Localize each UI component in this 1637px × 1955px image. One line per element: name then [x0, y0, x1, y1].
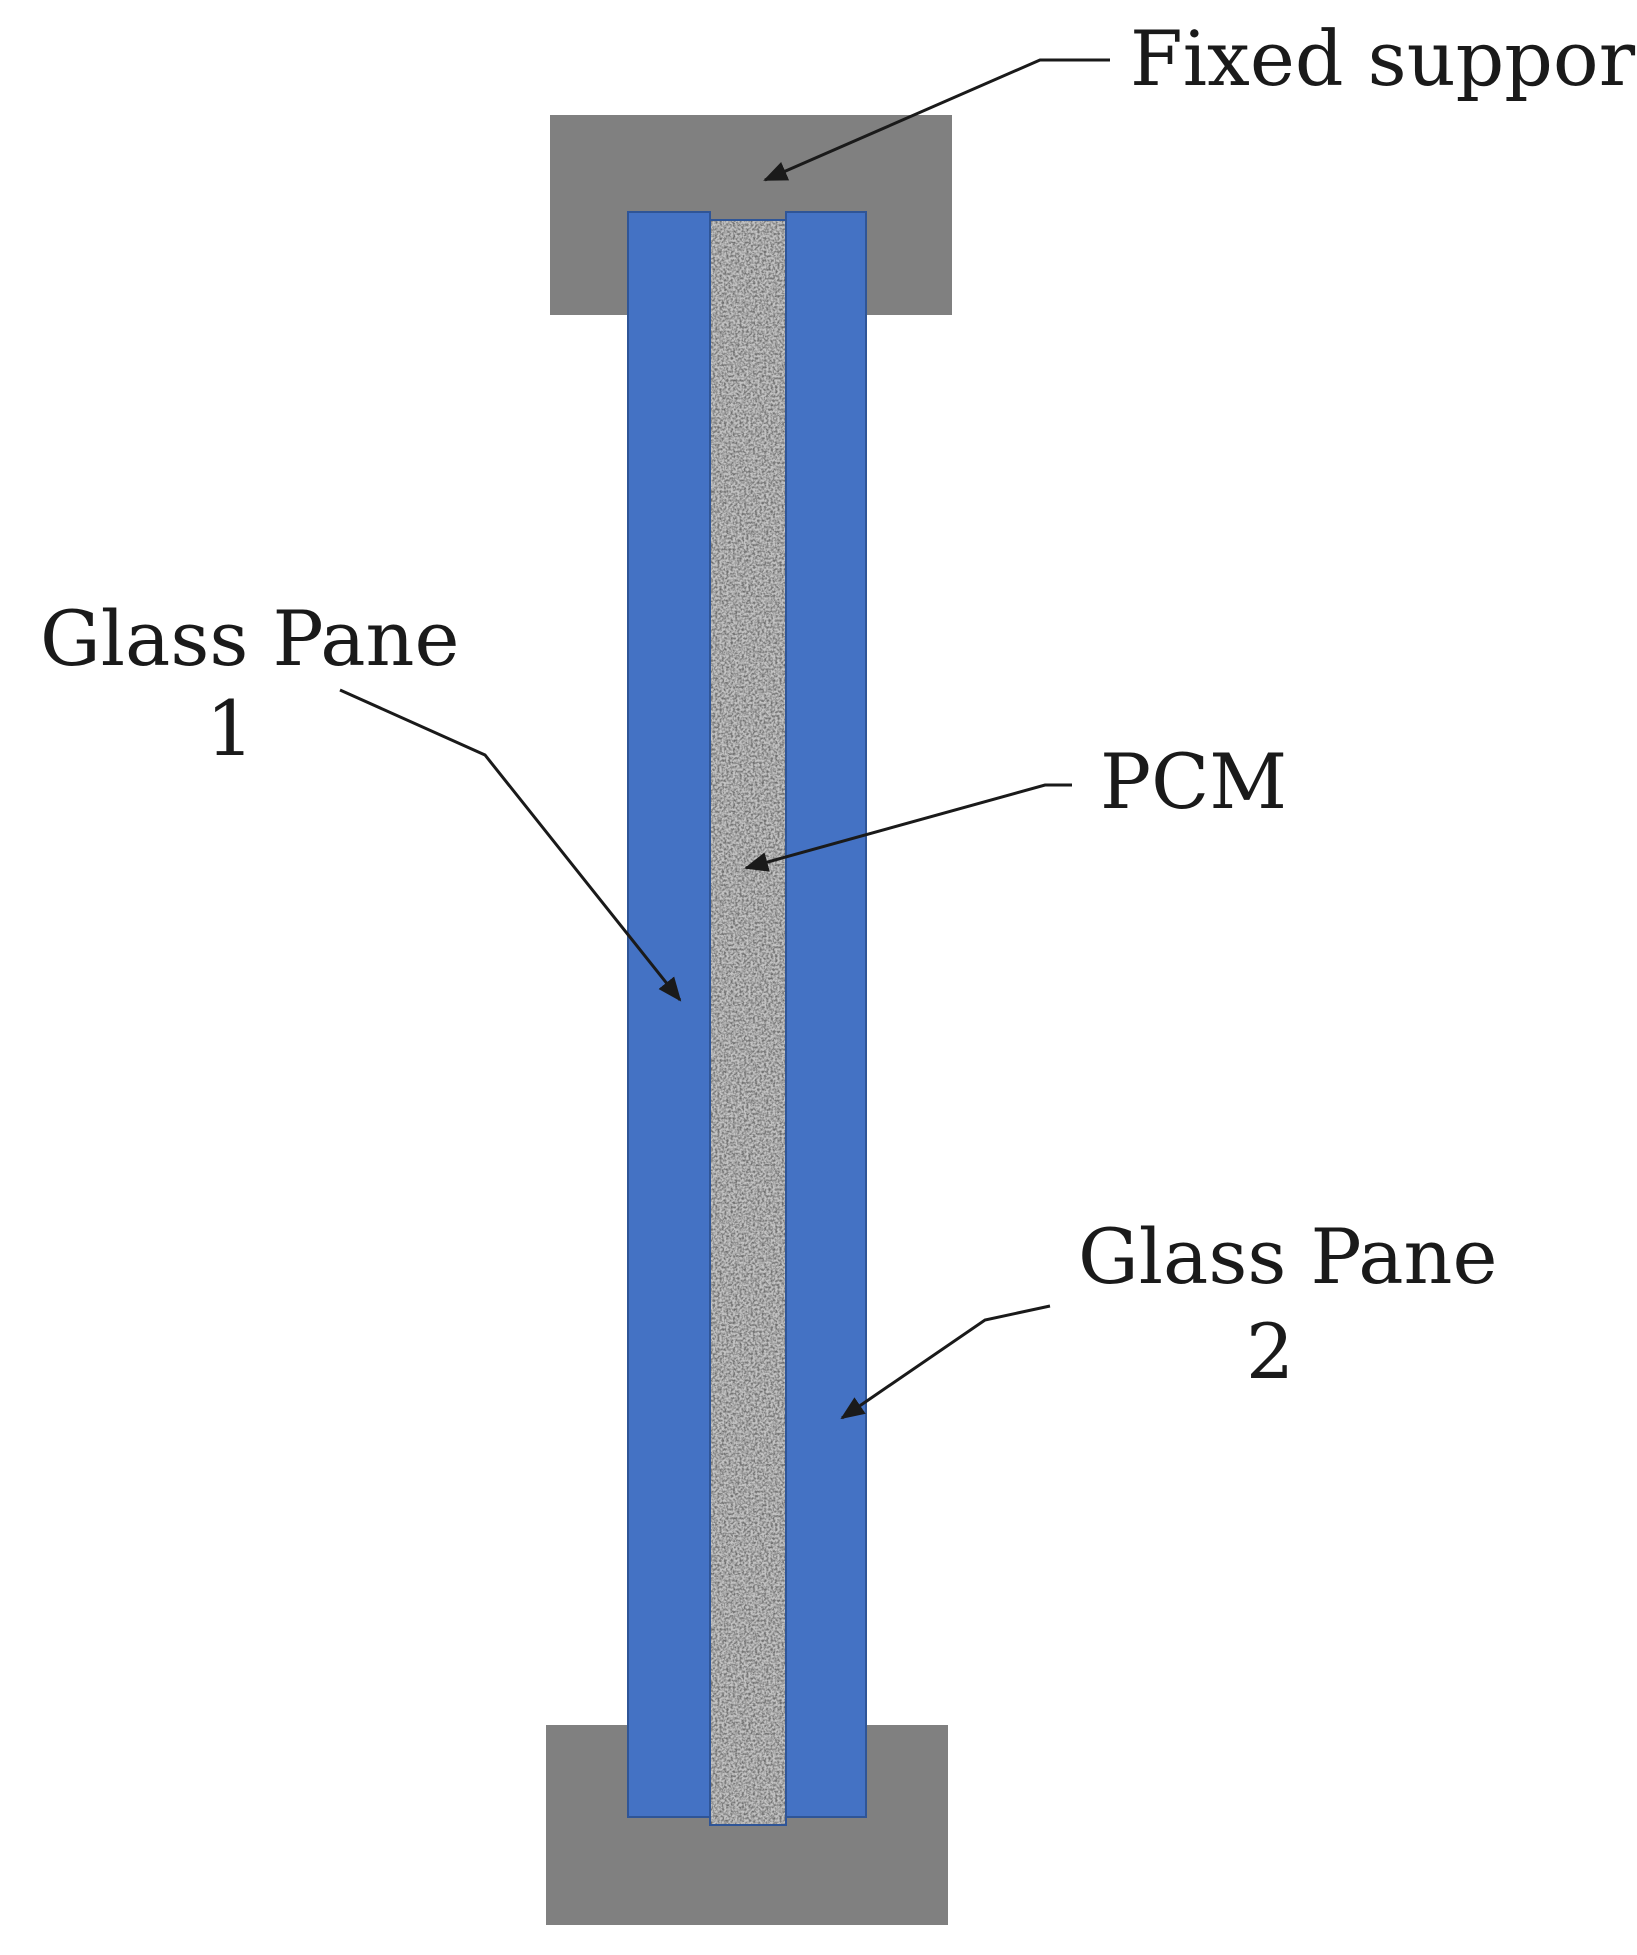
- glass-pane-2: [785, 211, 867, 1818]
- glass-pane-1-label-line1: Glass Pane: [40, 594, 459, 683]
- fixed-support-arrow: [763, 58, 1110, 182]
- glass-pane-2-label-line2: 2: [1246, 1307, 1294, 1396]
- pcm-layer: [709, 219, 787, 1826]
- fixed-support-label: Fixed support: [1130, 14, 1637, 103]
- glass-pane-1-label-line2: 1: [206, 684, 254, 773]
- pcm-label: PCM: [1100, 737, 1287, 826]
- pcm-arrow: [744, 783, 1072, 872]
- glass-pane-2-label-line1: Glass Pane: [1078, 1212, 1497, 1301]
- glass-pane-1: [627, 211, 711, 1818]
- glass-pane-1-arrow: [339, 688, 682, 1002]
- glass-pane-2-arrow: [840, 1304, 1051, 1420]
